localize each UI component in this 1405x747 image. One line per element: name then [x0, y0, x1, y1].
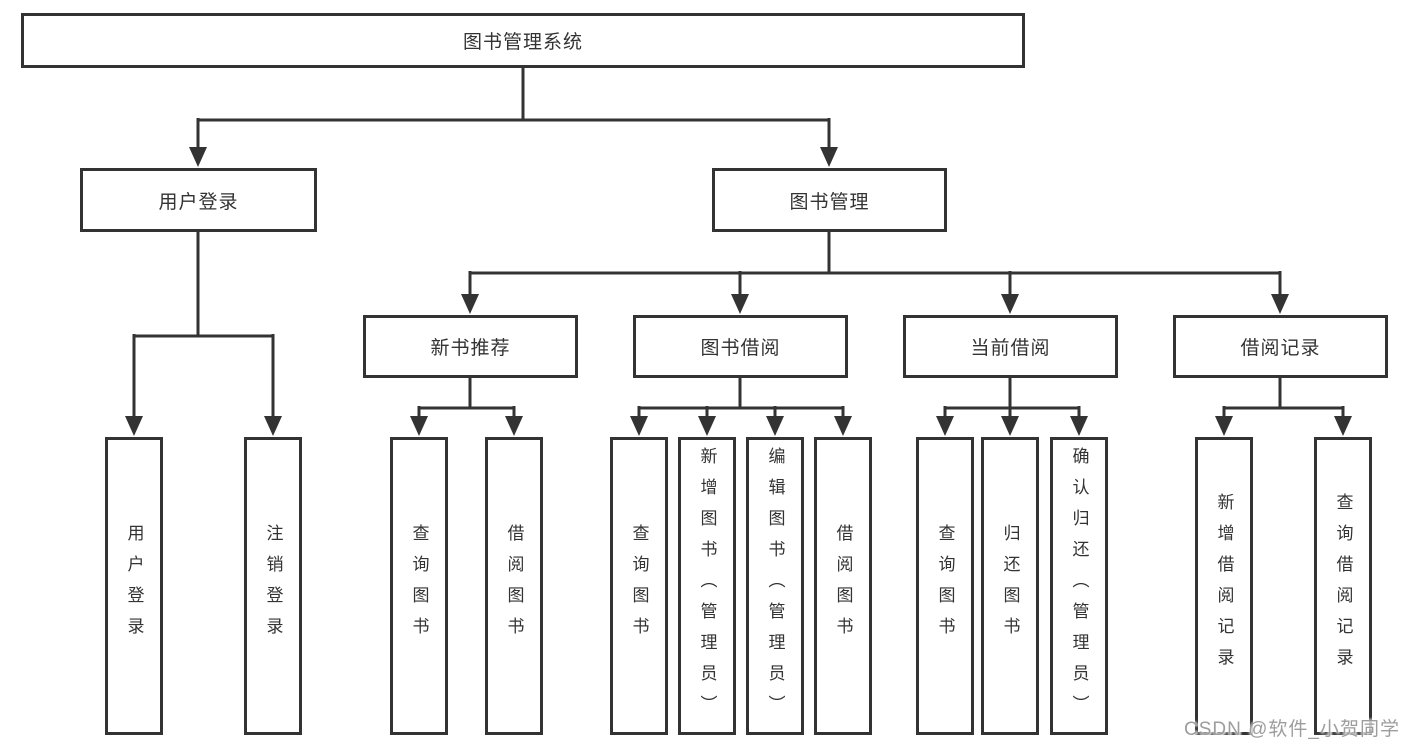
node-label: 用户登录 [124, 524, 144, 648]
arrow-down-icon [1070, 416, 1088, 436]
arrow-down-icon [1334, 416, 1352, 436]
node-label: 归还图书 [1000, 524, 1020, 648]
connector-paths [132, 68, 1345, 420]
arrow-down-icon [820, 147, 838, 167]
node-label: 新增借阅记录 [1214, 493, 1234, 679]
node-borrow-records: 借阅记录 [1173, 315, 1388, 378]
leaf-query-books-1: 查询图书 [390, 437, 448, 735]
arrow-down-icon [505, 416, 523, 436]
node-label: 注销登录 [263, 524, 283, 648]
arrow-down-icon [630, 416, 648, 436]
node-label: 确认归还（管理员） [1069, 446, 1089, 726]
node-label: 借阅图书 [504, 524, 524, 648]
node-book-management-branch: 图书管理 [712, 168, 947, 232]
leaf-borrow-books-2: 借阅图书 [814, 437, 872, 735]
leaf-query-books-2: 查询图书 [610, 437, 668, 735]
leaf-edit-books-admin: 编辑图书（管理员） [746, 437, 804, 735]
node-label: 图书管理系统 [462, 32, 583, 53]
arrow-down-icon [698, 416, 716, 436]
arrow-down-icon [936, 416, 954, 436]
node-label: 当前借阅 [970, 338, 1051, 359]
arrow-down-icon [834, 416, 852, 436]
leaf-add-borrow-record: 新增借阅记录 [1195, 437, 1253, 735]
leaf-query-books-3: 查询图书 [916, 437, 974, 735]
node-label: 查询图书 [409, 524, 429, 648]
node-user-login-branch: 用户登录 [80, 168, 317, 232]
arrow-down-icon [1215, 416, 1233, 436]
node-label: 查询借阅记录 [1333, 493, 1353, 679]
node-label: 借阅图书 [833, 524, 853, 648]
leaf-logout: 注销登录 [244, 437, 302, 735]
arrow-down-icon [461, 294, 479, 314]
node-root-library-system: 图书管理系统 [21, 13, 1025, 68]
arrow-down-icon [264, 416, 282, 436]
arrow-down-icon [731, 294, 749, 314]
arrow-down-icon [766, 416, 784, 436]
node-new-book-recommend: 新书推荐 [363, 315, 578, 378]
leaf-add-books-admin: 新增图书（管理员） [678, 437, 736, 735]
csdn-watermark: CSDN @软件_小贺同学 [1184, 719, 1400, 740]
node-label: 借阅记录 [1240, 338, 1321, 359]
arrow-down-icon [1271, 294, 1289, 314]
node-label: 图书管理 [789, 191, 870, 213]
arrow-down-icon [410, 416, 428, 436]
node-label: 查询图书 [935, 524, 955, 648]
node-label: 编辑图书（管理员） [765, 446, 785, 726]
arrowhead-icons [125, 147, 1352, 436]
arrow-down-icon [125, 416, 143, 436]
node-label: 查询图书 [629, 524, 649, 648]
node-label: 新增图书（管理员） [697, 446, 717, 726]
node-label: 用户登录 [158, 191, 239, 213]
node-current-borrow: 当前借阅 [903, 315, 1118, 378]
node-book-borrow: 图书借阅 [633, 315, 848, 378]
leaf-confirm-return-admin: 确认归还（管理员） [1050, 437, 1108, 735]
leaf-query-borrow-record: 查询借阅记录 [1314, 437, 1372, 735]
leaf-return-books: 归还图书 [981, 437, 1039, 735]
arrow-down-icon [1001, 416, 1019, 436]
node-label: 图书借阅 [700, 338, 781, 359]
leaf-user-login: 用户登录 [105, 437, 163, 735]
node-label: 新书推荐 [430, 338, 511, 359]
leaf-borrow-books-1: 借阅图书 [485, 437, 543, 735]
arrow-down-icon [1001, 294, 1019, 314]
arrow-down-icon [189, 147, 207, 167]
